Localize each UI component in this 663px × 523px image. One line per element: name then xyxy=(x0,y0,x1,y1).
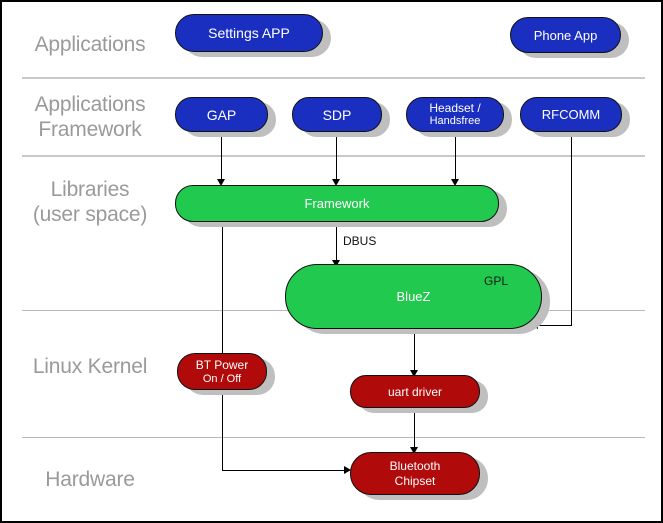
arrowhead-sdp-to-framework xyxy=(332,179,340,186)
node-uart-driver[interactable]: uart driver xyxy=(350,375,480,408)
node-phone-app[interactable]: Phone App xyxy=(510,17,621,53)
node-gap-label: GAP xyxy=(206,106,237,123)
node-rfcomm[interactable]: RFCOMM xyxy=(520,97,622,132)
node-bluetooth-chipset[interactable]: Bluetooth Chipset xyxy=(350,452,480,495)
arrowhead-to-bluetooth-chipset-left xyxy=(344,466,351,474)
node-bt-power-label-secondary: On / Off xyxy=(202,372,242,385)
node-bluetooth-chipset-label-secondary: Chipset xyxy=(394,473,436,488)
connector-rfcomm-horizontal xyxy=(538,325,572,326)
node-framework-label: Framework xyxy=(304,196,370,211)
band-label-applications-framework: Applications Framework xyxy=(34,93,146,141)
connector-framework-to-chipset-vertical xyxy=(222,223,223,471)
node-rfcomm-label: RFCOMM xyxy=(541,107,601,122)
node-bt-power[interactable]: BT Power On / Off xyxy=(177,353,267,390)
connector-framework-to-bluez xyxy=(336,223,337,264)
band-label-hardware: Hardware xyxy=(45,468,135,491)
node-bt-power-label-primary: BT Power xyxy=(195,357,249,372)
arrowhead-framework-to-bluez xyxy=(332,260,340,267)
connector-headset-to-framework xyxy=(455,136,456,181)
divider-linux-kernel xyxy=(22,437,645,438)
connector-bluez-to-uart xyxy=(414,330,415,375)
connector-sdp-to-framework xyxy=(336,136,337,181)
node-bluetooth-chipset-label-primary: Bluetooth xyxy=(389,458,441,473)
divider-applications xyxy=(22,77,645,79)
node-headset-label-primary: Headset / xyxy=(429,100,481,115)
node-bluez-label: BlueZ xyxy=(396,289,431,304)
node-gap[interactable]: GAP xyxy=(175,97,268,132)
band-label-applications: Applications xyxy=(34,33,146,56)
arrowhead-bluez-to-uart xyxy=(410,370,418,377)
node-headset-label-secondary: Handsfree xyxy=(429,114,481,127)
connector-gap-to-framework xyxy=(221,136,222,181)
band-label-libraries: Libraries (user space) xyxy=(32,178,148,226)
connector-uart-to-chipset xyxy=(414,407,415,452)
edge-label-dbus: DBUS xyxy=(342,234,378,248)
node-headset-handsfree[interactable]: Headset / Handsfree xyxy=(406,97,504,132)
node-phone-app-label: Phone App xyxy=(533,27,598,43)
node-sdp-label: SDP xyxy=(322,106,352,123)
arrowhead-headset-to-framework xyxy=(451,179,459,186)
node-sdp[interactable]: SDP xyxy=(292,97,382,132)
node-framework[interactable]: Framework xyxy=(175,185,499,222)
connector-rfcomm-vertical xyxy=(571,136,572,326)
node-bluez[interactable]: BlueZ xyxy=(285,264,542,329)
connector-framework-to-chipset-horizontal xyxy=(222,470,348,471)
divider-applications-framework xyxy=(22,155,645,157)
node-bluez-license-tag: GPL xyxy=(484,274,509,288)
band-label-linux-kernel: Linux Kernel xyxy=(32,355,148,378)
node-uart-driver-label: uart driver xyxy=(387,384,443,399)
arrowhead-gap-to-framework xyxy=(217,179,225,186)
node-settings-app-label: Settings APP xyxy=(208,25,290,41)
arrowhead-uart-to-chipset xyxy=(410,447,418,454)
node-settings-app[interactable]: Settings APP xyxy=(175,14,323,52)
